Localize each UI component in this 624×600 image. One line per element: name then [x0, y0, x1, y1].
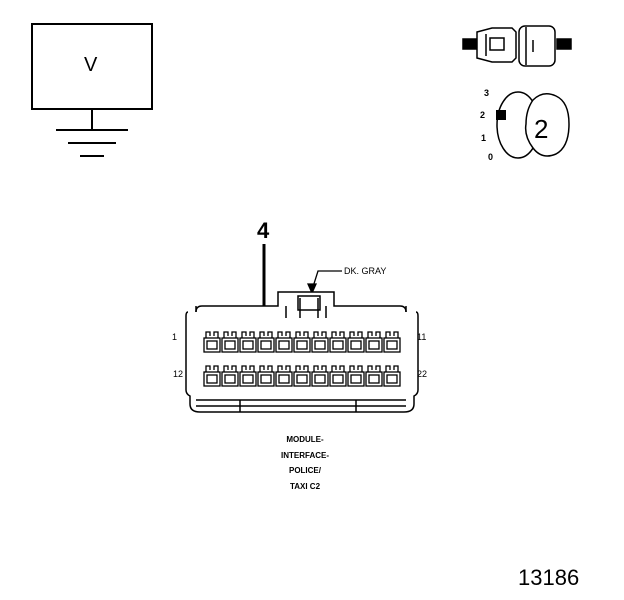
probe-adapter-icon [462, 25, 572, 67]
cavity-row-bottom [203, 365, 401, 387]
dial-range-0: 0 [488, 152, 494, 162]
pin-label-11: 11 [417, 332, 427, 342]
cavity [275, 331, 293, 353]
cavity [329, 331, 347, 353]
cavity [257, 365, 275, 387]
figure-number: 13186 [518, 565, 580, 590]
cavity [311, 331, 329, 353]
cavity [239, 331, 257, 353]
pin-label-1: 1 [172, 332, 178, 342]
dial-range-3: 3 [484, 88, 490, 98]
cavity-row-top [203, 331, 401, 353]
wire-color-label: DK. GRAY [344, 266, 387, 276]
connector-name-line: INTERFACE- [281, 450, 329, 460]
connector-name: MODULE- INTERFACE- POLICE/ TAXI C2 [240, 432, 370, 494]
cavity [383, 331, 401, 353]
cavity [293, 331, 311, 353]
wire-leader [306, 270, 342, 295]
dial-range-1: 1 [481, 133, 487, 143]
cavity [329, 365, 347, 387]
connector-name-line: TAXI C2 [289, 481, 321, 491]
cavity [293, 365, 311, 387]
cavity [275, 365, 293, 387]
voltmeter-label: V [84, 54, 98, 76]
cavity [257, 331, 275, 353]
cavity [221, 331, 239, 353]
cavity [365, 365, 383, 387]
connector-c2 [185, 291, 419, 413]
connector-name-line: MODULE- [286, 435, 324, 444]
connector-name-line: POLICE/ [288, 466, 321, 475]
selector-dial-icon [496, 91, 570, 159]
cavity [203, 365, 221, 387]
step-number: 4 [257, 218, 270, 243]
cavity [347, 365, 365, 387]
cavity [239, 365, 257, 387]
voltmeter-symbol [31, 23, 153, 157]
cavity [365, 331, 383, 353]
cavity [311, 365, 329, 387]
cavity [383, 365, 401, 387]
cavity [347, 331, 365, 353]
cavity [203, 331, 221, 353]
pin-label-22: 22 [417, 369, 428, 379]
dial-range-2: 2 [480, 110, 486, 120]
cavity [221, 365, 239, 387]
dial-setting: 2 [534, 114, 549, 144]
pin-label-12: 12 [173, 369, 184, 379]
